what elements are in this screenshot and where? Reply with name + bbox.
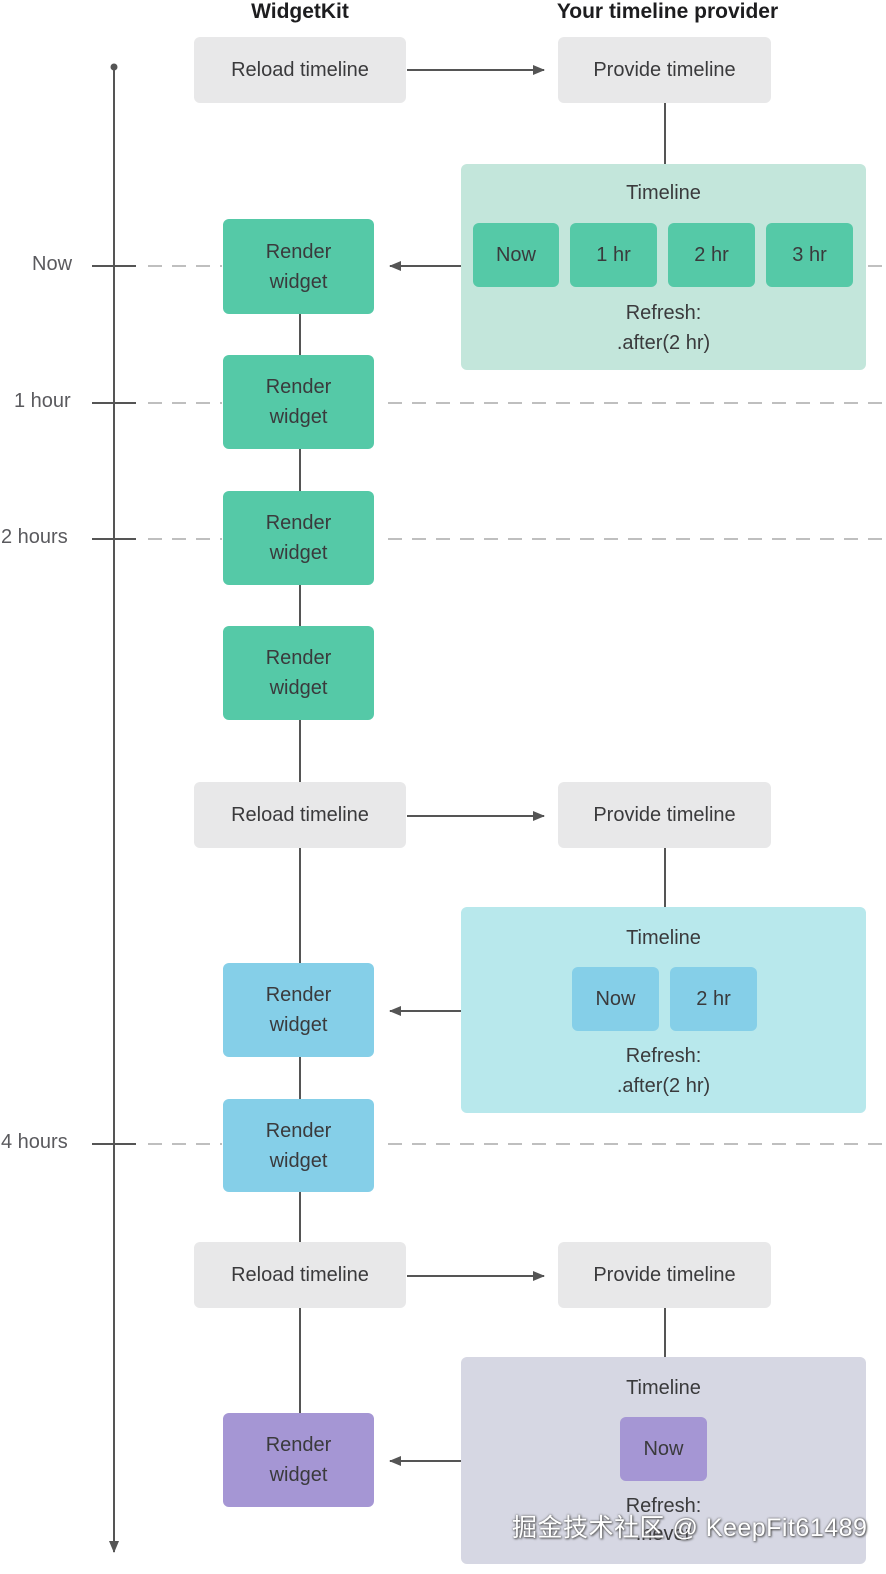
render-label-line1: Render <box>265 1434 332 1456</box>
timeline-entry: Now <box>473 223 559 287</box>
watermark-text: 掘金技术社区 @ KeepFit61489 <box>512 1514 868 1542</box>
render-widget-box: Render widget <box>223 963 374 1057</box>
provide-timeline-box: Provide timeline <box>558 37 771 103</box>
refresh-policy: .never <box>635 1523 692 1545</box>
timeline-title: Timeline <box>626 1377 701 1399</box>
reload-timeline-box: Reload timeline <box>194 782 406 848</box>
provider-heading: Your timeline provider <box>556 0 779 23</box>
render-widget-box: Render widget <box>223 626 374 720</box>
render-label-line1: Render <box>265 512 332 534</box>
refresh-label: Refresh: <box>625 1495 702 1517</box>
render-label-line1: Render <box>265 376 332 398</box>
timeline-title: Timeline <box>626 927 701 949</box>
render-label-line1: Render <box>265 647 332 669</box>
timeline-entry: Now <box>620 1417 707 1481</box>
time-label-4-hours: 4 hours <box>1 1131 68 1153</box>
refresh-label: Refresh: <box>625 302 702 324</box>
render-label-line2: widget <box>269 1149 328 1172</box>
render-label-line2: widget <box>269 677 328 699</box>
refresh-policy: .after(2 hr) <box>616 332 711 354</box>
render-widget-box: Render widget <box>223 491 374 585</box>
time-label-now: Now <box>32 253 73 275</box>
timeline-entry: Now <box>572 967 659 1031</box>
timeline-panel-1: Timeline Now 1 hr 2 hr 3 hr Refresh: .af… <box>461 164 866 370</box>
reload-timeline-box: Reload timeline <box>194 1242 406 1308</box>
render-widget-box: Render widget <box>223 219 374 314</box>
widgetkit-heading: WidgetKit <box>251 0 349 23</box>
render-label-line1: Render <box>265 1119 332 1142</box>
refresh-policy: .after(2 hr) <box>616 1075 711 1097</box>
render-label-line1: Render <box>265 240 332 263</box>
refresh-label: Refresh: <box>625 1045 702 1067</box>
timeline-panel-3: Timeline Now Refresh: .never <box>461 1357 866 1564</box>
provide-timeline-box: Provide timeline <box>558 1242 771 1308</box>
timeline-entry: 3 hr <box>766 223 853 287</box>
reload-timeline-box: Reload timeline <box>194 37 406 103</box>
time-label-2-hours: 2 hours <box>1 526 68 548</box>
render-label-line2: widget <box>269 406 328 428</box>
time-label-1-hour: 1 hour <box>14 390 71 412</box>
timeline-entry: 1 hr <box>570 223 657 287</box>
render-label-line2: widget <box>269 542 328 564</box>
timeline-title: Timeline <box>626 182 701 204</box>
timeline-entry: 2 hr <box>670 967 757 1031</box>
render-label-line2: widget <box>269 1464 328 1486</box>
timeline-panel-2: Timeline Now 2 hr Refresh: .after(2 hr) <box>461 907 866 1113</box>
render-widget-box: Render widget <box>223 1413 374 1507</box>
render-widget-box: Render widget <box>223 1099 374 1192</box>
render-label-line1: Render <box>265 984 332 1006</box>
render-label-line2: widget <box>269 1014 328 1036</box>
render-widget-box: Render widget <box>223 355 374 449</box>
timeline-entry: 2 hr <box>668 223 755 287</box>
provide-timeline-box: Provide timeline <box>558 782 771 848</box>
render-label-line2: widget <box>269 270 328 293</box>
